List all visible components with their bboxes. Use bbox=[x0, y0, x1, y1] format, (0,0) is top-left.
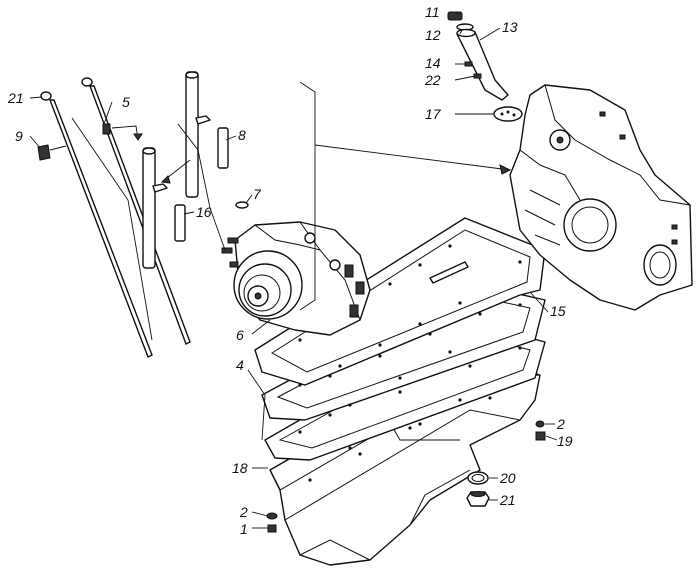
filler-gasket bbox=[493, 106, 523, 122]
callout-2-right: 2 bbox=[556, 416, 565, 432]
front-cover-housing bbox=[221, 221, 371, 336]
callout-5: 5 bbox=[122, 94, 130, 110]
plug-9 bbox=[37, 144, 67, 161]
callout-4: 4 bbox=[236, 357, 244, 373]
callout-10: 21 bbox=[7, 90, 24, 106]
callout-19: 19 bbox=[557, 433, 573, 449]
callout-12: 12 bbox=[425, 27, 441, 43]
oil-filler-tube bbox=[447, 11, 509, 101]
callout-labels: 21 5 9 8 7 16 11 12 13 14 22 17 6 15 4 1… bbox=[7, 4, 573, 537]
callout-1: 1 bbox=[240, 521, 248, 537]
guide-tube-16 bbox=[142, 147, 186, 269]
callout-7: 7 bbox=[253, 186, 262, 202]
callout-2-left: 2 bbox=[239, 504, 248, 520]
seal-ring-20 bbox=[467, 471, 489, 485]
dipstick-5 bbox=[81, 77, 191, 345]
drain-plug-group-left bbox=[266, 512, 278, 533]
callout-6: 6 bbox=[236, 327, 244, 343]
callout-8: 8 bbox=[238, 127, 246, 143]
callout-14: 14 bbox=[425, 55, 441, 71]
dipstick-10 bbox=[40, 91, 153, 358]
callout-9: 9 bbox=[15, 128, 23, 144]
guide-lines bbox=[71, 117, 226, 341]
callout-21: 21 bbox=[499, 492, 516, 508]
timing-gear-housing bbox=[509, 84, 693, 311]
callout-11: 11 bbox=[425, 4, 440, 20]
filler-cap bbox=[447, 11, 463, 21]
callout-16: 16 bbox=[196, 204, 212, 220]
callout-13: 13 bbox=[502, 19, 518, 35]
drain-plug-21 bbox=[466, 491, 490, 507]
callout-leaders bbox=[29, 11, 558, 529]
callout-20: 20 bbox=[499, 470, 516, 486]
guide-tube-8 bbox=[185, 71, 229, 198]
assembly-bracket bbox=[299, 81, 512, 311]
callout-22: 22 bbox=[424, 72, 441, 88]
callout-15: 15 bbox=[550, 303, 566, 319]
seal-ring-7 bbox=[235, 201, 249, 209]
callout-17: 17 bbox=[425, 106, 442, 122]
callout-18: 18 bbox=[232, 460, 248, 476]
bolt-group-right bbox=[535, 420, 546, 441]
